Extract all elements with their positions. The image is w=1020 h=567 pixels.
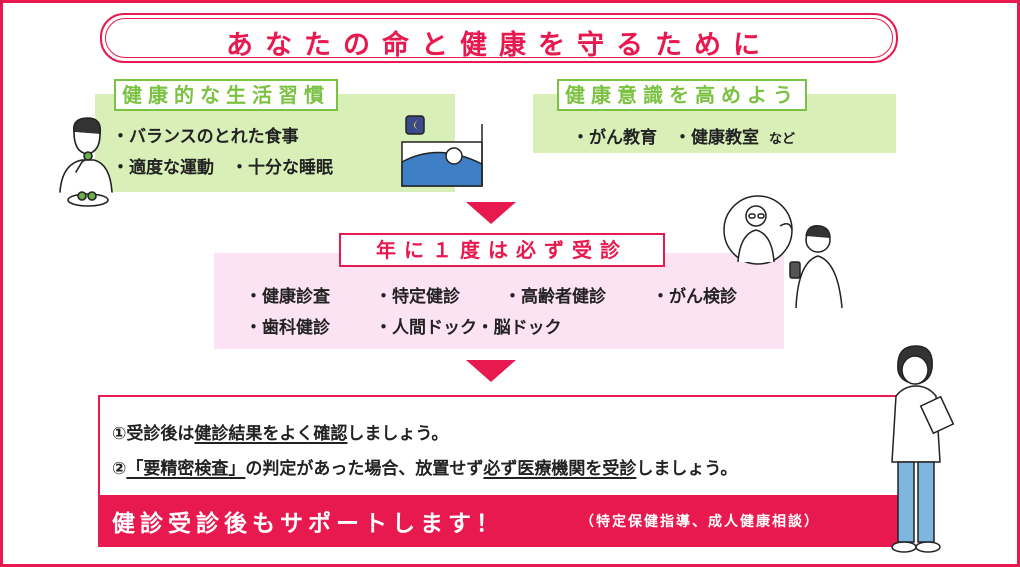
support-text: 健診受診後もサポートします！ (112, 511, 504, 537)
after-line-1-a: ①受診後は (112, 424, 195, 444)
support-band: 健診受診後もサポートします！ （特定保健指導、成人健康相談） (98, 495, 902, 547)
after-line-1-underlined: 健診結果をよく確認 (194, 424, 348, 444)
after-line-2-underlined-1: 「要精密検査」 (126, 459, 246, 479)
awareness-items-text: ・がん教育 ・健康教室 (572, 128, 759, 148)
awareness-items: ・がん教育 ・健康教室など (572, 123, 795, 148)
habits-label: 健康的な生活習慣 (114, 79, 338, 111)
checkup-item: ・健康診査 (245, 287, 330, 307)
down-arrow-icon (466, 202, 516, 224)
after-line-1: ①受診後は健診結果をよく確認しましょう。 (112, 419, 448, 444)
after-line-2: ②「要精密検査」の判定があった場合、放置せず必ず医療機関を受診しましょう。 (112, 454, 737, 479)
checkup-label: 年に１度は必ず受診 (339, 233, 665, 267)
sleeping-person-illustration (401, 115, 483, 187)
checkup-item: ・特定健診 (375, 287, 460, 307)
after-line-2-c: しましょう。 (636, 459, 738, 479)
after-line-2-a: ② (112, 459, 127, 479)
nurse-illustration (891, 345, 955, 553)
habits-line-1: ・バランスのとれた食事 (112, 127, 299, 147)
after-line-2-b: の判定があった場合、放置せず (245, 459, 484, 479)
checkup-item: ・人間ドック・脳ドック (375, 318, 562, 338)
checkup-item: ・がん検診 (652, 287, 737, 307)
title-banner: あなたの命と健康を守るために (100, 13, 898, 63)
after-line-1-b: しましょう。 (347, 424, 449, 444)
habits-line-2: ・適度な運動 ・十分な睡眠 (112, 158, 333, 178)
doctor-patient-illustration (723, 195, 843, 309)
checkup-panel (214, 253, 784, 349)
checkup-item: ・高齢者健診 (504, 287, 606, 307)
support-subtext: （特定保健指導、成人健康相談） (580, 514, 820, 530)
awareness-label: 健康意識を高めよう (557, 79, 807, 111)
checkup-item: ・歯科健診 (245, 318, 330, 338)
page-title: あなたの命と健康を守るために (226, 30, 772, 61)
after-checkup-box: ①受診後は健診結果をよく確認しましょう。 ②「要精密検査」の判定があった場合、放… (98, 395, 902, 547)
after-line-2-underlined-2: 必ず医療機関を受診 (483, 459, 637, 479)
awareness-note: など (769, 132, 796, 147)
eating-person-illustration (59, 117, 113, 207)
down-arrow-icon (466, 360, 516, 382)
